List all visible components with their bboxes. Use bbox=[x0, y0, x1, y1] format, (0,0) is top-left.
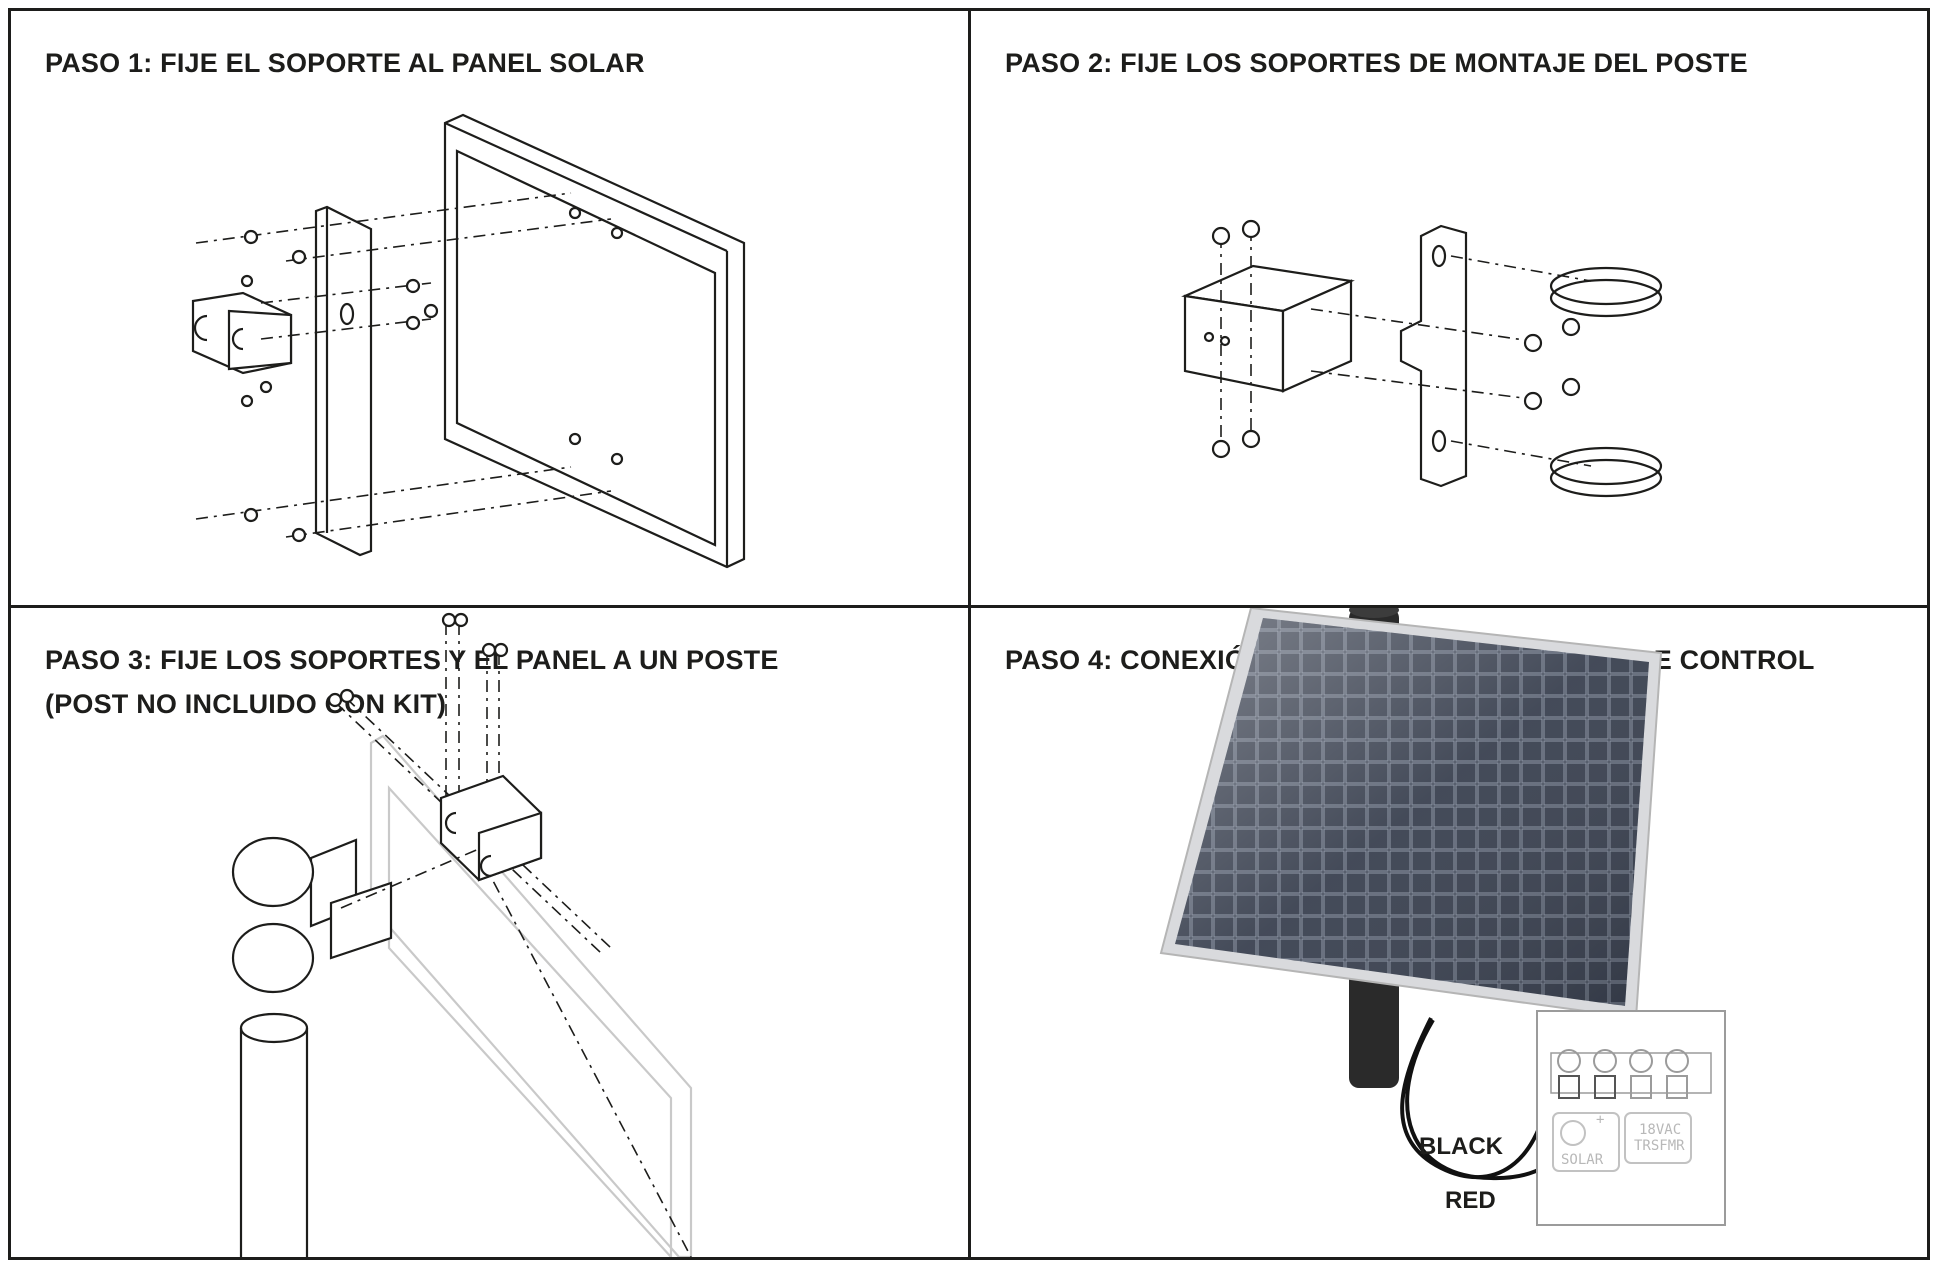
transformer-label-1: 18VAC bbox=[1639, 1122, 1681, 1138]
step-3-title: PASO 3: FIJE LOS SOPORTES Y EL PANEL A U… bbox=[45, 638, 779, 726]
step-3-title-line-2: (POST NO INCLUIDO CON KIT) bbox=[45, 689, 447, 719]
solar-terminal-label: SOLAR bbox=[1561, 1152, 1604, 1168]
mounting-plate bbox=[314, 205, 373, 557]
step-4-panel: PASO 4: CONEXIÓN DEL CABLE A LA TARJETA … bbox=[971, 608, 1927, 1257]
pole bbox=[239, 1012, 309, 1257]
step-2-panel: PASO 2: FIJE LOS SOPORTES DE MONTAJE DEL… bbox=[971, 11, 1927, 608]
black-wire-label: BLACK bbox=[1419, 1133, 1504, 1160]
corner-bracket bbox=[1181, 264, 1355, 393]
step-4-illustration: BLACK RED + SOLAR 18VAC TRSFM bbox=[1159, 608, 1726, 1226]
plus-label: + bbox=[1596, 1112, 1604, 1128]
instruction-sheet: PASO 1: FIJE EL SOPORTE AL PANEL SOLAR bbox=[8, 8, 1930, 1260]
step-3-bracket bbox=[439, 774, 543, 882]
step-2-illustration bbox=[1181, 219, 1663, 498]
step-1-title: PASO 1: FIJE EL SOPORTE AL PANEL SOLAR bbox=[45, 48, 645, 78]
step-1-panel: PASO 1: FIJE EL SOPORTE AL PANEL SOLAR bbox=[11, 11, 971, 608]
hose-clamps bbox=[1549, 266, 1663, 498]
angle-bracket bbox=[191, 291, 355, 375]
control-board: + SOLAR 18VAC TRSFMR bbox=[1536, 1010, 1726, 1226]
step-3-panel: PASO 3: FIJE LOS SOPORTES Y EL PANEL A U… bbox=[11, 608, 971, 1257]
step-3-illustration bbox=[231, 612, 693, 1257]
solar-panel bbox=[1159, 608, 1663, 1020]
transformer-label-2: TRSFMR bbox=[1634, 1138, 1685, 1154]
step-3-title-line-1: PASO 3: FIJE LOS SOPORTES Y EL PANEL A U… bbox=[45, 645, 779, 675]
solar-panel-frame bbox=[443, 113, 746, 569]
step-1-bolts bbox=[195, 192, 624, 543]
pole-plate bbox=[1399, 224, 1468, 488]
step-1-illustration bbox=[191, 113, 746, 569]
step-3-pole-clamps bbox=[231, 836, 482, 994]
step-2-title: PASO 2: FIJE LOS SOPORTES DE MONTAJE DEL… bbox=[1005, 48, 1748, 78]
step-2-bolts bbox=[1211, 219, 1592, 467]
red-wire-label: RED bbox=[1445, 1187, 1496, 1214]
